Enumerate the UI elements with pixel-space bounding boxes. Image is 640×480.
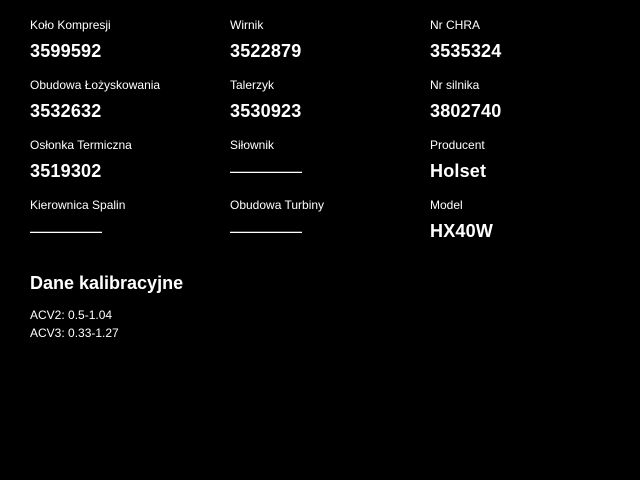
field-label: Koło Kompresji [30, 18, 111, 32]
calibration-title: Dane kalibracyjne [30, 273, 184, 293]
field-nr-silnika: Nr silnika 3802740 [430, 78, 610, 138]
field-model: Model HX40W [430, 198, 610, 258]
field-obudowa-lozyskowania: Obudowa Łożyskowania 3532632 [30, 78, 230, 138]
field-label: Obudowa Turbiny [230, 198, 325, 212]
field-silownik: Siłownik ———— [230, 138, 430, 198]
field-value: Holset [430, 161, 487, 181]
field-obudowa-turbiny: Obudowa Turbiny ———— [230, 198, 430, 258]
calibration-lines: ACV2: 0.5-1.04 ACV3: 0.33-1.27 [30, 306, 640, 342]
field-kierownica-spalin: Kierownica Spalin ———— [30, 198, 230, 258]
field-label: Obudowa Łożyskowania [30, 78, 161, 92]
field-producent: Producent Holset [430, 138, 610, 198]
field-value: 3802740 [430, 101, 502, 121]
field-value-empty: ———— [30, 221, 102, 241]
field-talerzyk: Talerzyk 3530923 [230, 78, 430, 138]
field-label: Wirnik [230, 18, 264, 32]
field-label: Kierownica Spalin [30, 198, 126, 212]
field-label: Talerzyk [230, 78, 275, 92]
field-label: Model [430, 198, 463, 212]
field-kolo-kompresji: Koło Kompresji 3599592 [30, 18, 230, 78]
field-label: Nr CHRA [430, 18, 480, 32]
field-nr-chra: Nr CHRA 3535324 [430, 18, 610, 78]
field-label: Osłonka Termiczna [30, 138, 132, 152]
field-value: 3519302 [30, 161, 102, 181]
field-label: Nr silnika [430, 78, 480, 92]
field-value-empty: ———— [230, 161, 302, 181]
field-label: Producent [430, 138, 485, 152]
field-value: HX40W [430, 221, 494, 241]
field-wirnik: Wirnik 3522879 [230, 18, 430, 78]
fields-grid: Koło Kompresji 3599592 Wirnik 3522879 Nr… [30, 18, 610, 258]
field-value: 3535324 [430, 41, 502, 61]
calibration-section: Dane kalibracyjne ACV2: 0.5-1.04 ACV3: 0… [0, 258, 640, 342]
field-value-empty: ———— [230, 221, 302, 241]
calibration-line-acv3: ACV3: 0.33-1.27 [30, 326, 119, 340]
field-value: 3530923 [230, 101, 302, 121]
field-value: 3599592 [30, 41, 102, 61]
field-oslonka-termiczna: Osłonka Termiczna 3519302 [30, 138, 230, 198]
calibration-line-acv2: ACV2: 0.5-1.04 [30, 308, 113, 322]
field-label: Siłownik [230, 138, 275, 152]
field-value: 3532632 [30, 101, 102, 121]
field-value: 3522879 [230, 41, 302, 61]
